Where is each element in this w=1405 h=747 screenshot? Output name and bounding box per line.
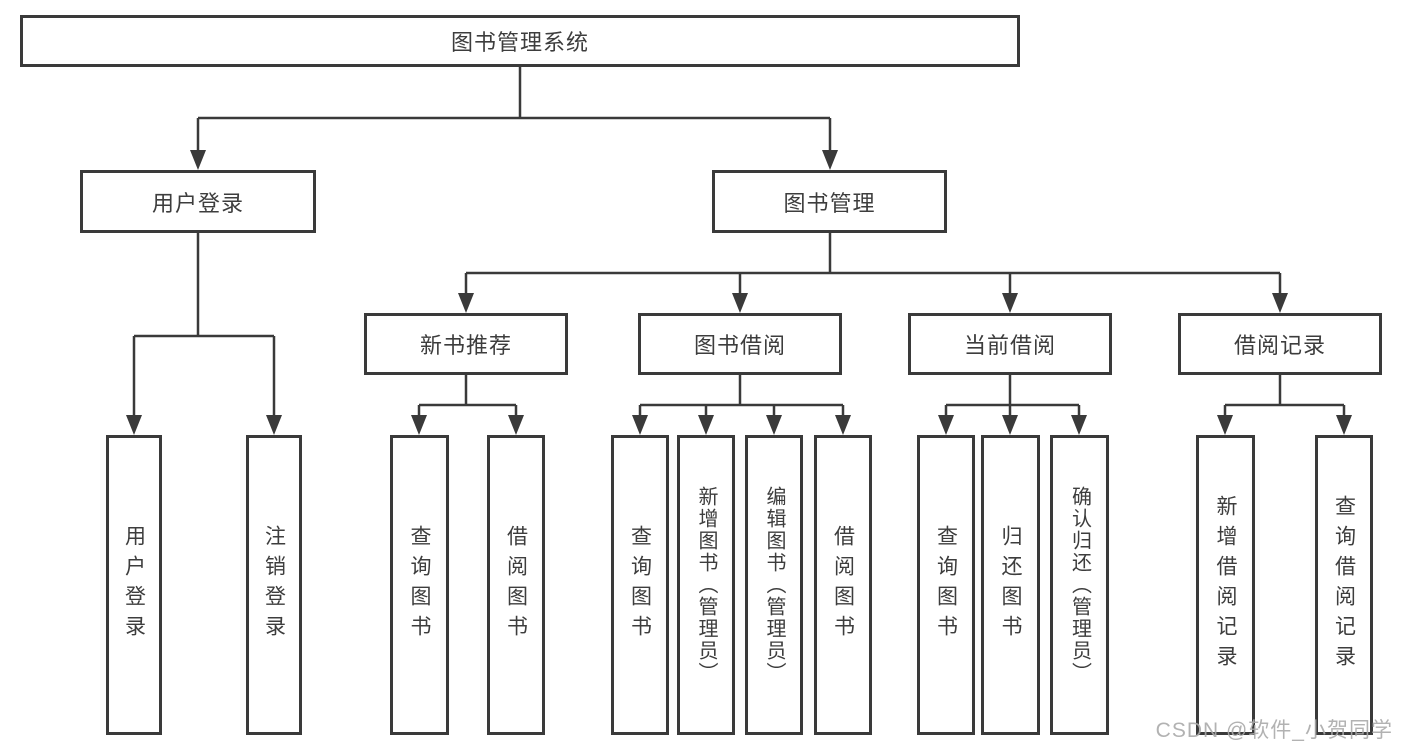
arrowhead-leaf-logout — [266, 415, 282, 435]
arrowhead-cb-confirm — [1071, 415, 1087, 435]
connector-current-to-leaves — [938, 375, 1087, 435]
arrowhead-bb-query — [632, 415, 648, 435]
node-user-login: 用户登录 — [80, 170, 316, 233]
leaf-logout-label: 注销登录 — [262, 525, 286, 645]
leaf-rc-add-record: 新增借阅记录 — [1196, 435, 1255, 735]
node-library-system-label: 图书管理系统 — [450, 30, 589, 55]
connector-root-to-level2 — [190, 67, 838, 170]
connector-records-to-leaves — [1217, 375, 1352, 435]
leaf-bb-add-books-admin-label: 新增图书（管理员） — [695, 486, 717, 684]
arrowhead-bb-borrow — [835, 415, 851, 435]
arrowhead-nb-borrow — [508, 415, 524, 435]
leaf-rc-query-record: 查询借阅记录 — [1315, 435, 1373, 735]
leaf-bb-add-books-admin: 新增图书（管理员） — [677, 435, 735, 735]
arrowhead-bb-edit — [766, 415, 782, 435]
leaf-cb-query-books-label: 查询图书 — [934, 525, 958, 645]
node-book-management: 图书管理 — [712, 170, 947, 233]
arrowhead-bb-add — [698, 415, 714, 435]
leaf-rc-query-record-label: 查询借阅记录 — [1332, 495, 1356, 675]
arrowhead-borrow — [732, 293, 748, 313]
node-user-login-label: 用户登录 — [151, 190, 244, 216]
leaf-cb-query-books: 查询图书 — [917, 435, 975, 735]
node-book-borrowing-label: 图书借阅 — [693, 333, 786, 358]
leaf-bb-borrow-books-label: 借阅图书 — [831, 525, 855, 645]
node-book-management-label: 图书管理 — [783, 190, 876, 216]
leaf-user-login-label: 用户登录 — [122, 525, 146, 645]
leaf-bb-edit-books-admin: 编辑图书（管理员） — [745, 435, 803, 735]
arrowhead-rc-query — [1336, 415, 1352, 435]
arrowhead-user-login — [190, 150, 206, 170]
node-borrowing-records-label: 借阅记录 — [1233, 333, 1326, 358]
leaf-cb-return-books-label: 归还图书 — [999, 525, 1022, 645]
node-borrowing-records: 借阅记录 — [1178, 313, 1382, 375]
leaf-nb-borrow-books: 借阅图书 — [487, 435, 545, 735]
arrowhead-cb-query — [938, 415, 954, 435]
node-current-borrowing-label: 当前借阅 — [963, 333, 1056, 358]
leaf-bb-query-books-label: 查询图书 — [628, 525, 652, 645]
leaf-bb-query-books: 查询图书 — [611, 435, 669, 735]
leaf-bb-edit-books-admin-label: 编辑图书（管理员） — [763, 486, 785, 684]
arrowhead-leaf-login — [126, 415, 142, 435]
leaf-bb-borrow-books: 借阅图书 — [814, 435, 872, 735]
arrowhead-cb-return — [1002, 415, 1018, 435]
arrowhead-nb-query — [411, 415, 427, 435]
connector-borrow-to-leaves — [632, 375, 851, 435]
connector-bookmgmt-to-level3 — [458, 233, 1288, 313]
node-library-system: 图书管理系统 — [20, 15, 1020, 67]
leaf-nb-query-books-label: 查询图书 — [408, 525, 431, 645]
leaf-cb-return-books: 归还图书 — [981, 435, 1040, 735]
leaf-cb-confirm-return-admin: 确认归还（管理员） — [1050, 435, 1109, 735]
arrowhead-book-mgmt — [822, 150, 838, 170]
connector-newbooks-to-leaves — [411, 375, 524, 435]
node-new-book-recommend: 新书推荐 — [364, 313, 568, 375]
connector-userlogin-to-leaves — [126, 233, 282, 435]
arrowhead-current — [1002, 293, 1018, 313]
csdn-watermark: CSDN @软件_小贺同学 — [1155, 719, 1393, 742]
arrowhead-records — [1272, 293, 1288, 313]
arrowhead-rc-add — [1217, 415, 1233, 435]
leaf-rc-add-record-label: 新增借阅记录 — [1214, 495, 1237, 675]
leaf-cb-confirm-return-admin-label: 确认归还（管理员） — [1068, 486, 1091, 684]
node-current-borrowing: 当前借阅 — [908, 313, 1112, 375]
leaf-user-login: 用户登录 — [106, 435, 162, 735]
node-new-book-recommend-label: 新书推荐 — [419, 333, 512, 358]
leaf-nb-borrow-books-label: 借阅图书 — [504, 525, 528, 645]
leaf-nb-query-books: 查询图书 — [390, 435, 449, 735]
leaf-logout: 注销登录 — [246, 435, 302, 735]
node-book-borrowing: 图书借阅 — [638, 313, 842, 375]
arrowhead-new-books — [458, 293, 474, 313]
